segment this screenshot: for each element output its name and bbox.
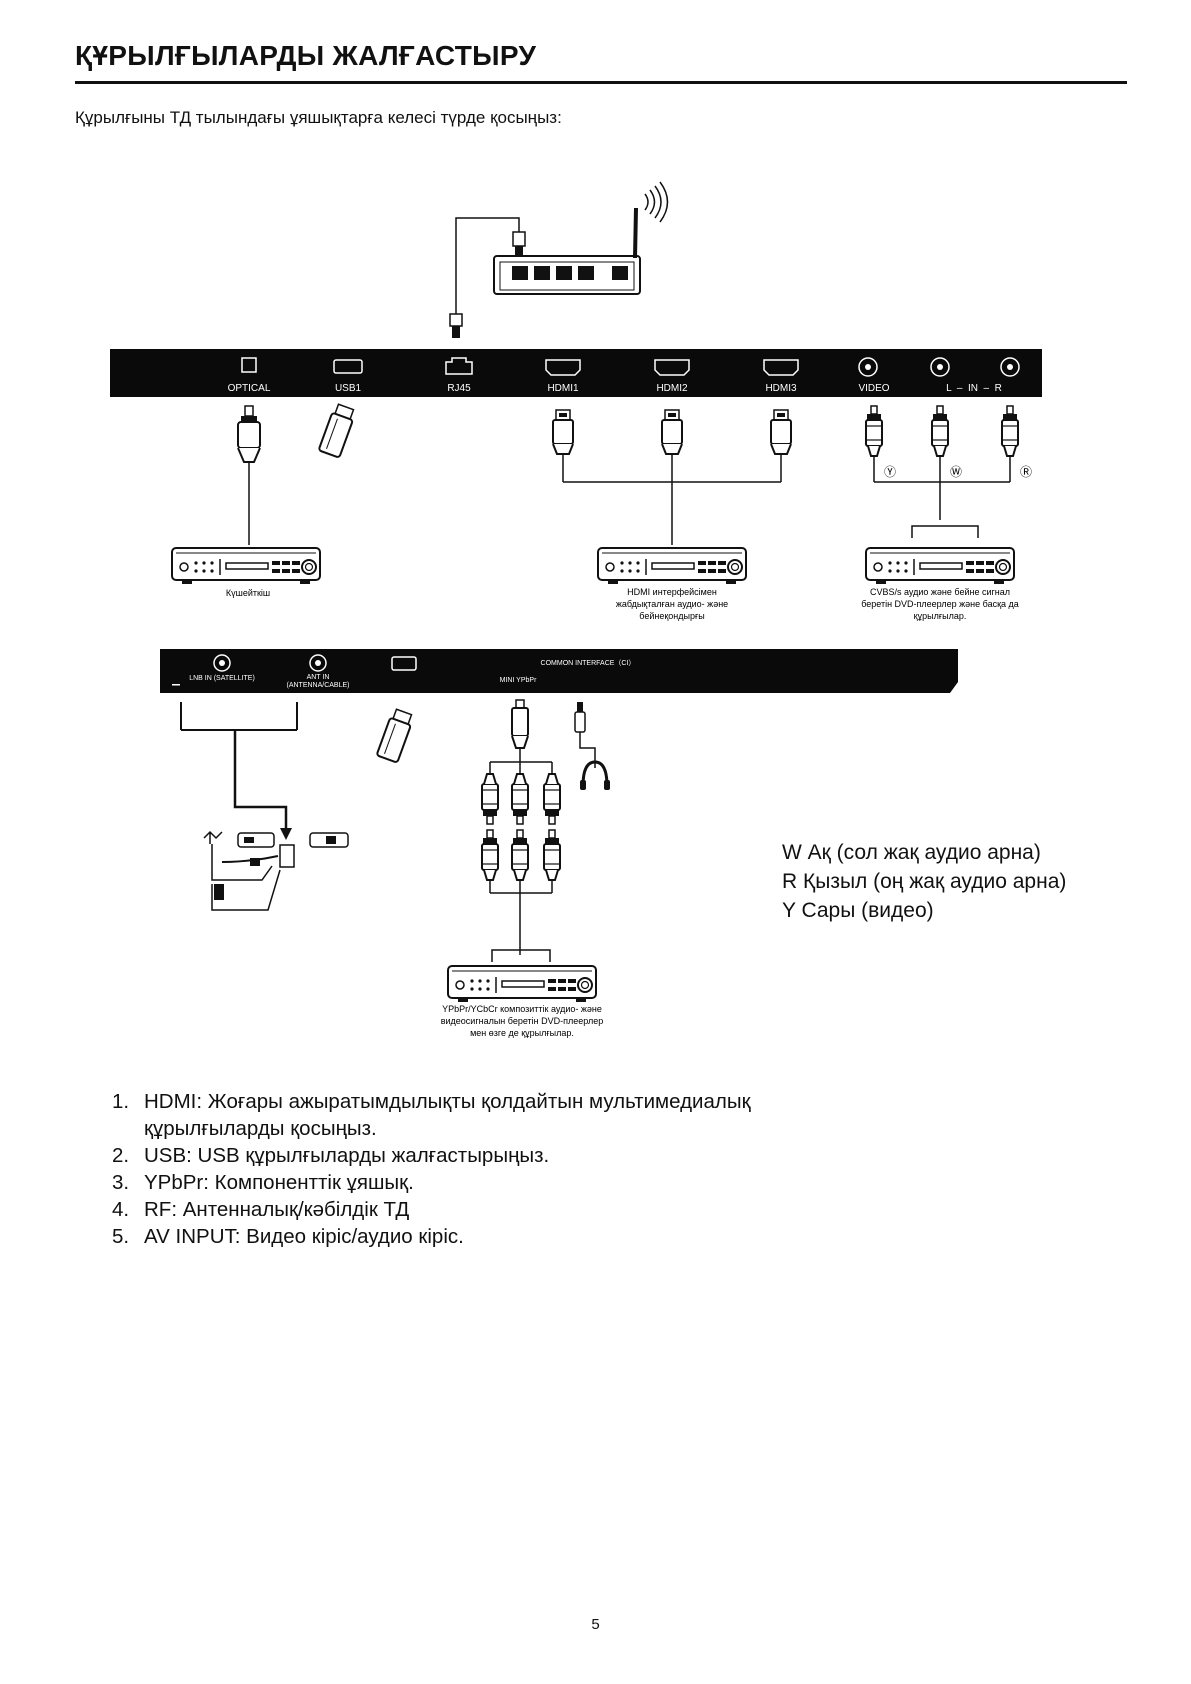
list-item: 3.YPbPr: Компоненттік ұяшық. bbox=[112, 1171, 414, 1194]
amplifier-device-icon bbox=[171, 547, 321, 585]
notes-list: 1.HDMI: Жоғары ажыратымдылықты қолдайтын… bbox=[112, 1088, 844, 1250]
rca-mark-y: Ⓨ bbox=[884, 465, 896, 479]
legend-white: W Ақ (сол жақ аудио арна) bbox=[782, 841, 1041, 864]
headphone-icon bbox=[574, 702, 610, 790]
tv-top-panel: OPTICAL USB1 RJ45 HDMI1 HDMI2 HDMI3 VIDE… bbox=[110, 349, 1042, 397]
rca-mark-r: Ⓡ bbox=[1020, 465, 1032, 479]
rca-cables-icon: Ⓨ Ⓦ Ⓡ bbox=[865, 405, 1032, 538]
port-label-lnb: LNB IN (SATELLITE) bbox=[189, 675, 255, 682]
page-number: 5 bbox=[591, 1616, 600, 1633]
port-label-ant-1: ANT IN bbox=[307, 674, 330, 681]
hdmi-device-label-1: HDMI интерфейсімен bbox=[627, 587, 717, 597]
port-label-rj45: RJ45 bbox=[447, 383, 471, 394]
port-label-video: VIDEO bbox=[858, 383, 889, 394]
port-label-mini-ypbpr: MINI YPbPr bbox=[500, 677, 537, 684]
ypbpr-device-label-3: мен өзге де құрылғылар. bbox=[470, 1028, 574, 1038]
tv-bottom-panel: LNB IN (SATELLITE) ANT IN (ANTENNA/CABLE… bbox=[160, 649, 958, 693]
cvbs-device-label-2: беретін DVD-плеерлер және басқа да bbox=[861, 599, 1019, 609]
antenna-cabling-icon bbox=[180, 702, 349, 911]
cvbs-device-label-1: CVBS/s аудио және бейне сигнал bbox=[870, 587, 1010, 597]
hdmi-device-label-2: жабдықталған аудио- және bbox=[616, 599, 728, 609]
ypbpr-device-label-1: YPbPr/YCbCr композиттік аудио- және bbox=[442, 1004, 602, 1014]
optical-cable-icon bbox=[237, 405, 261, 545]
hdmi-device-icon bbox=[597, 547, 747, 585]
title-rule bbox=[75, 81, 1127, 84]
port-label-audio-in: L – IN – R bbox=[946, 383, 1002, 394]
port-label-hdmi3: HDMI3 bbox=[765, 383, 797, 394]
legend-yellow: Y Сары (видео) bbox=[782, 899, 934, 922]
color-legend: W Ақ (сол жақ аудио арна) R Қызыл (оң жа… bbox=[782, 838, 1066, 925]
cvbs-device-label-3: құрылғылар. bbox=[914, 611, 967, 621]
list-item: 2.USB: USB құрылғыларды жалғастырыңыз. bbox=[112, 1144, 550, 1167]
legend-red: R Қызыл (оң жақ аудио арна) bbox=[782, 870, 1067, 893]
list-item: 5.AV INPUT: Видео кіріс/аудио кіріс. bbox=[112, 1225, 464, 1248]
cvbs-device-icon bbox=[865, 547, 1015, 585]
page-title: ҚҰРЫЛҒЫЛАРДЫ ЖАЛҒАСТЫРУ bbox=[75, 40, 537, 71]
port-label-usb1: USB1 bbox=[335, 383, 362, 394]
ypbpr-device-label-2: видеосигналын беретін DVD-плеерлер bbox=[441, 1016, 604, 1026]
port-label-ant-2: (ANTENNA/CABLE) bbox=[286, 682, 349, 689]
ypbpr-cables-icon bbox=[481, 699, 561, 962]
router-icon bbox=[449, 181, 669, 338]
port-label-hdmi2: HDMI2 bbox=[656, 383, 688, 394]
hdmi-device-label-3: бейнеқондырғы bbox=[639, 611, 704, 621]
intro-text: Құрылғыны ТД тылындағы ұяшықтарға келесі… bbox=[75, 108, 562, 127]
list-item: 1.HDMI: Жоғары ажыратымдылықты қолдайтын… bbox=[112, 1090, 751, 1140]
port-label-ci: COMMON INTERFACE（CI） bbox=[541, 659, 636, 667]
hdmi-cables-icon bbox=[552, 409, 792, 545]
port-label-hdmi1: HDMI1 bbox=[547, 383, 579, 394]
rca-mark-w: Ⓦ bbox=[950, 465, 962, 479]
usb-stick-icon bbox=[317, 402, 358, 459]
amplifier-label: Күшейткіш bbox=[226, 588, 270, 598]
ypbpr-device-icon bbox=[447, 965, 597, 1003]
usb-stick-bottom-icon bbox=[375, 707, 416, 764]
list-item: 4.RF: Антенналық/кәбілдік ТД bbox=[112, 1198, 410, 1221]
port-label-optical: OPTICAL bbox=[228, 383, 271, 394]
